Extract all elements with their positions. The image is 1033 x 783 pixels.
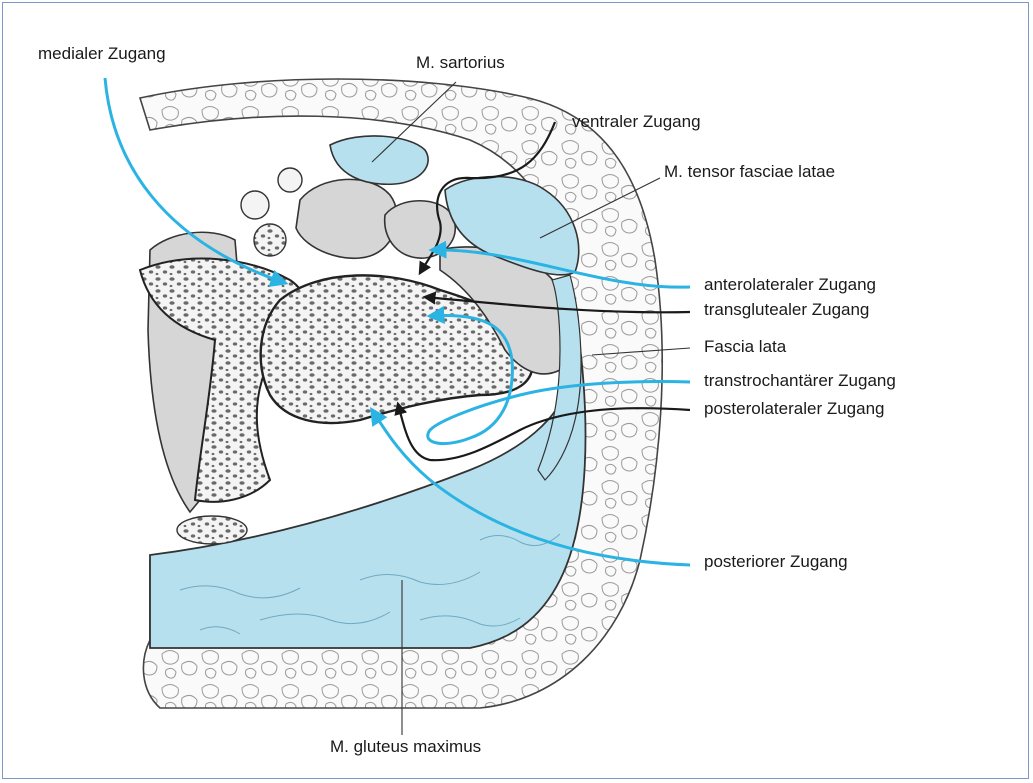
sciatic-nerve <box>177 516 247 544</box>
label-fascia-lata: Fascia lata <box>704 337 786 357</box>
label-medial-approach: medialer Zugang <box>38 44 166 64</box>
label-posterior-approach: posteriorer Zugang <box>704 552 848 572</box>
label-anterolateral-approach: anterolateraler Zugang <box>704 275 876 295</box>
label-tensor-fasciae-latae: M. tensor fasciae latae <box>664 162 835 182</box>
label-transtrochanteric-approach: transtrochantärer Zugang <box>704 371 896 391</box>
neurovascular-bundle <box>241 168 302 256</box>
iliopsoas-muscle <box>296 179 397 258</box>
label-transgluteal-approach: transglutealer Zugang <box>704 300 869 320</box>
label-ventral-approach: ventraler Zugang <box>572 112 701 132</box>
label-gluteus-maximus: M. gluteus maximus <box>330 737 481 757</box>
sartorius-muscle <box>330 136 428 184</box>
label-posterolateral-approach: posterolateraler Zugang <box>704 399 885 419</box>
label-sartorius: M. sartorius <box>416 53 505 73</box>
